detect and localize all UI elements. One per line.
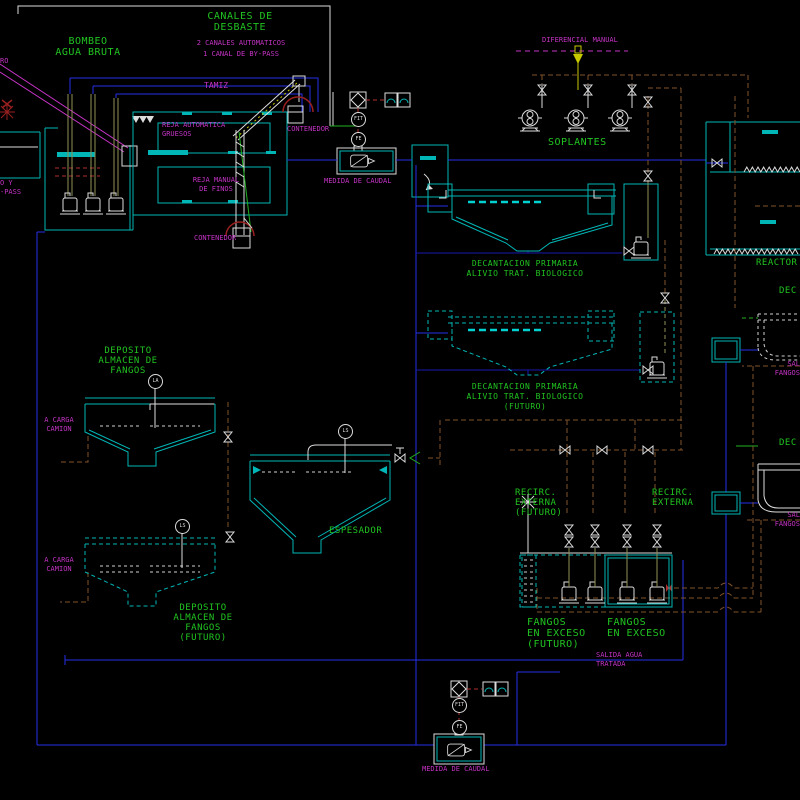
label-espesador: ESPESADOR: [329, 526, 383, 536]
instrument-tag-la: LA: [148, 374, 163, 389]
label-salida-fangos-1: SAL FANGOS: [774, 360, 800, 377]
sludge-storage-tank-futuro: [84, 533, 216, 607]
label-recirc: RECIRC. EXTERNA: [652, 488, 694, 508]
label-diferencial: DIFERENCIAL MANUAL: [542, 36, 618, 44]
label-reja-manual: REJA MANUAL DE FINOS: [192, 176, 240, 193]
label-reja-automatica: REJA AUTOMATICA GRUESOS: [162, 121, 226, 138]
blowers: [516, 45, 752, 450]
instrument-tag-fit-salida: FIT: [452, 698, 467, 713]
site-outline: [17, 5, 357, 127]
instrument-tag-fit-entrada: FIT: [351, 112, 366, 127]
label-salida-fangos-2: SAL FANGOS: [774, 511, 800, 528]
label-fangos: FANGOS EN EXCESO: [607, 617, 666, 639]
instrument-tag-fe-entrada: FE: [351, 132, 366, 147]
sludge-storage-tank: [84, 388, 216, 467]
label-deposito-futuro: DEPOSITO ALMACEN DE FANGOS (FUTURO): [173, 603, 233, 643]
label-reactor-fragment: REACTOR: [756, 258, 798, 268]
label-salida-agua: SALIDA AGUA TRATADA: [596, 651, 643, 668]
primary-decanter-2-futuro: [427, 240, 675, 383]
thickener-tank: [249, 438, 421, 554]
label-canales-automaticos: 2 CANALES AUTOMATICOS: [196, 39, 286, 47]
main-water-lines: [37, 156, 730, 749]
label-canales: CANALES DE DESBASTE: [207, 11, 273, 33]
label-carga-camion-1: A CARGA CAMION: [44, 416, 74, 433]
label-entrada-fragment: RO: [0, 57, 9, 65]
biological-reactor: [705, 96, 800, 308]
label-bombeo: BOMBEO AGUA BRUTA: [55, 36, 121, 58]
instrument-tag-ls-deposito: LS: [175, 519, 190, 534]
label-dec-fragment-1: DEC: [779, 286, 797, 296]
instrument-tag-fe-salida: FE: [452, 720, 467, 735]
screening-building: [132, 75, 314, 249]
label-carga-camion-2: A CARGA CAMION: [44, 556, 74, 573]
label-contenedor-tamiz: CONTENEDOR: [287, 125, 330, 133]
excess-sludge-well: [519, 493, 673, 608]
instrument-tag-ls-espesador: LS: [338, 424, 353, 439]
label-tamiz: TAMIZ: [204, 81, 229, 90]
label-recirc-futuro: RECIRC. EXTERNA (FUTURO): [515, 488, 563, 518]
label-fangos-futuro: FANGOS EN EXCESO (FUTURO): [527, 617, 586, 650]
sludge-lines: [60, 362, 800, 613]
flow-meter-inlet: [336, 91, 411, 175]
raw-water-inlet: [0, 63, 129, 179]
label-decantacion-2: DECANTACION PRIMARIA ALIVIO TRAT. BIOLOG…: [466, 382, 584, 411]
label-soplantes: SOPLANTES: [548, 137, 607, 148]
label-medida-entrada: MEDIDA DE CAUDAL: [324, 177, 392, 185]
flow-meter-outlet: [433, 680, 509, 765]
label-decantacion-1: DECANTACION PRIMARIA ALIVIO TRAT. BIOLOG…: [466, 259, 584, 278]
label-contenedor-reja: CONTENEDOR: [194, 234, 237, 242]
label-dec-fragment-2: DEC: [779, 438, 797, 448]
primary-decanter-1: [427, 87, 681, 261]
weir-chamber: [411, 144, 449, 198]
secondary-clarifiers: [711, 313, 800, 515]
label-canal-bypass: 1 CANAL DE BY-PASS: [203, 50, 279, 58]
label-bypass-fragment: O Y -PASS: [0, 179, 22, 196]
label-deposito: DEPOSITO ALMACEN DE FANGOS: [98, 346, 158, 376]
label-medida-salida: MEDIDA DE CAUDAL: [422, 765, 490, 773]
